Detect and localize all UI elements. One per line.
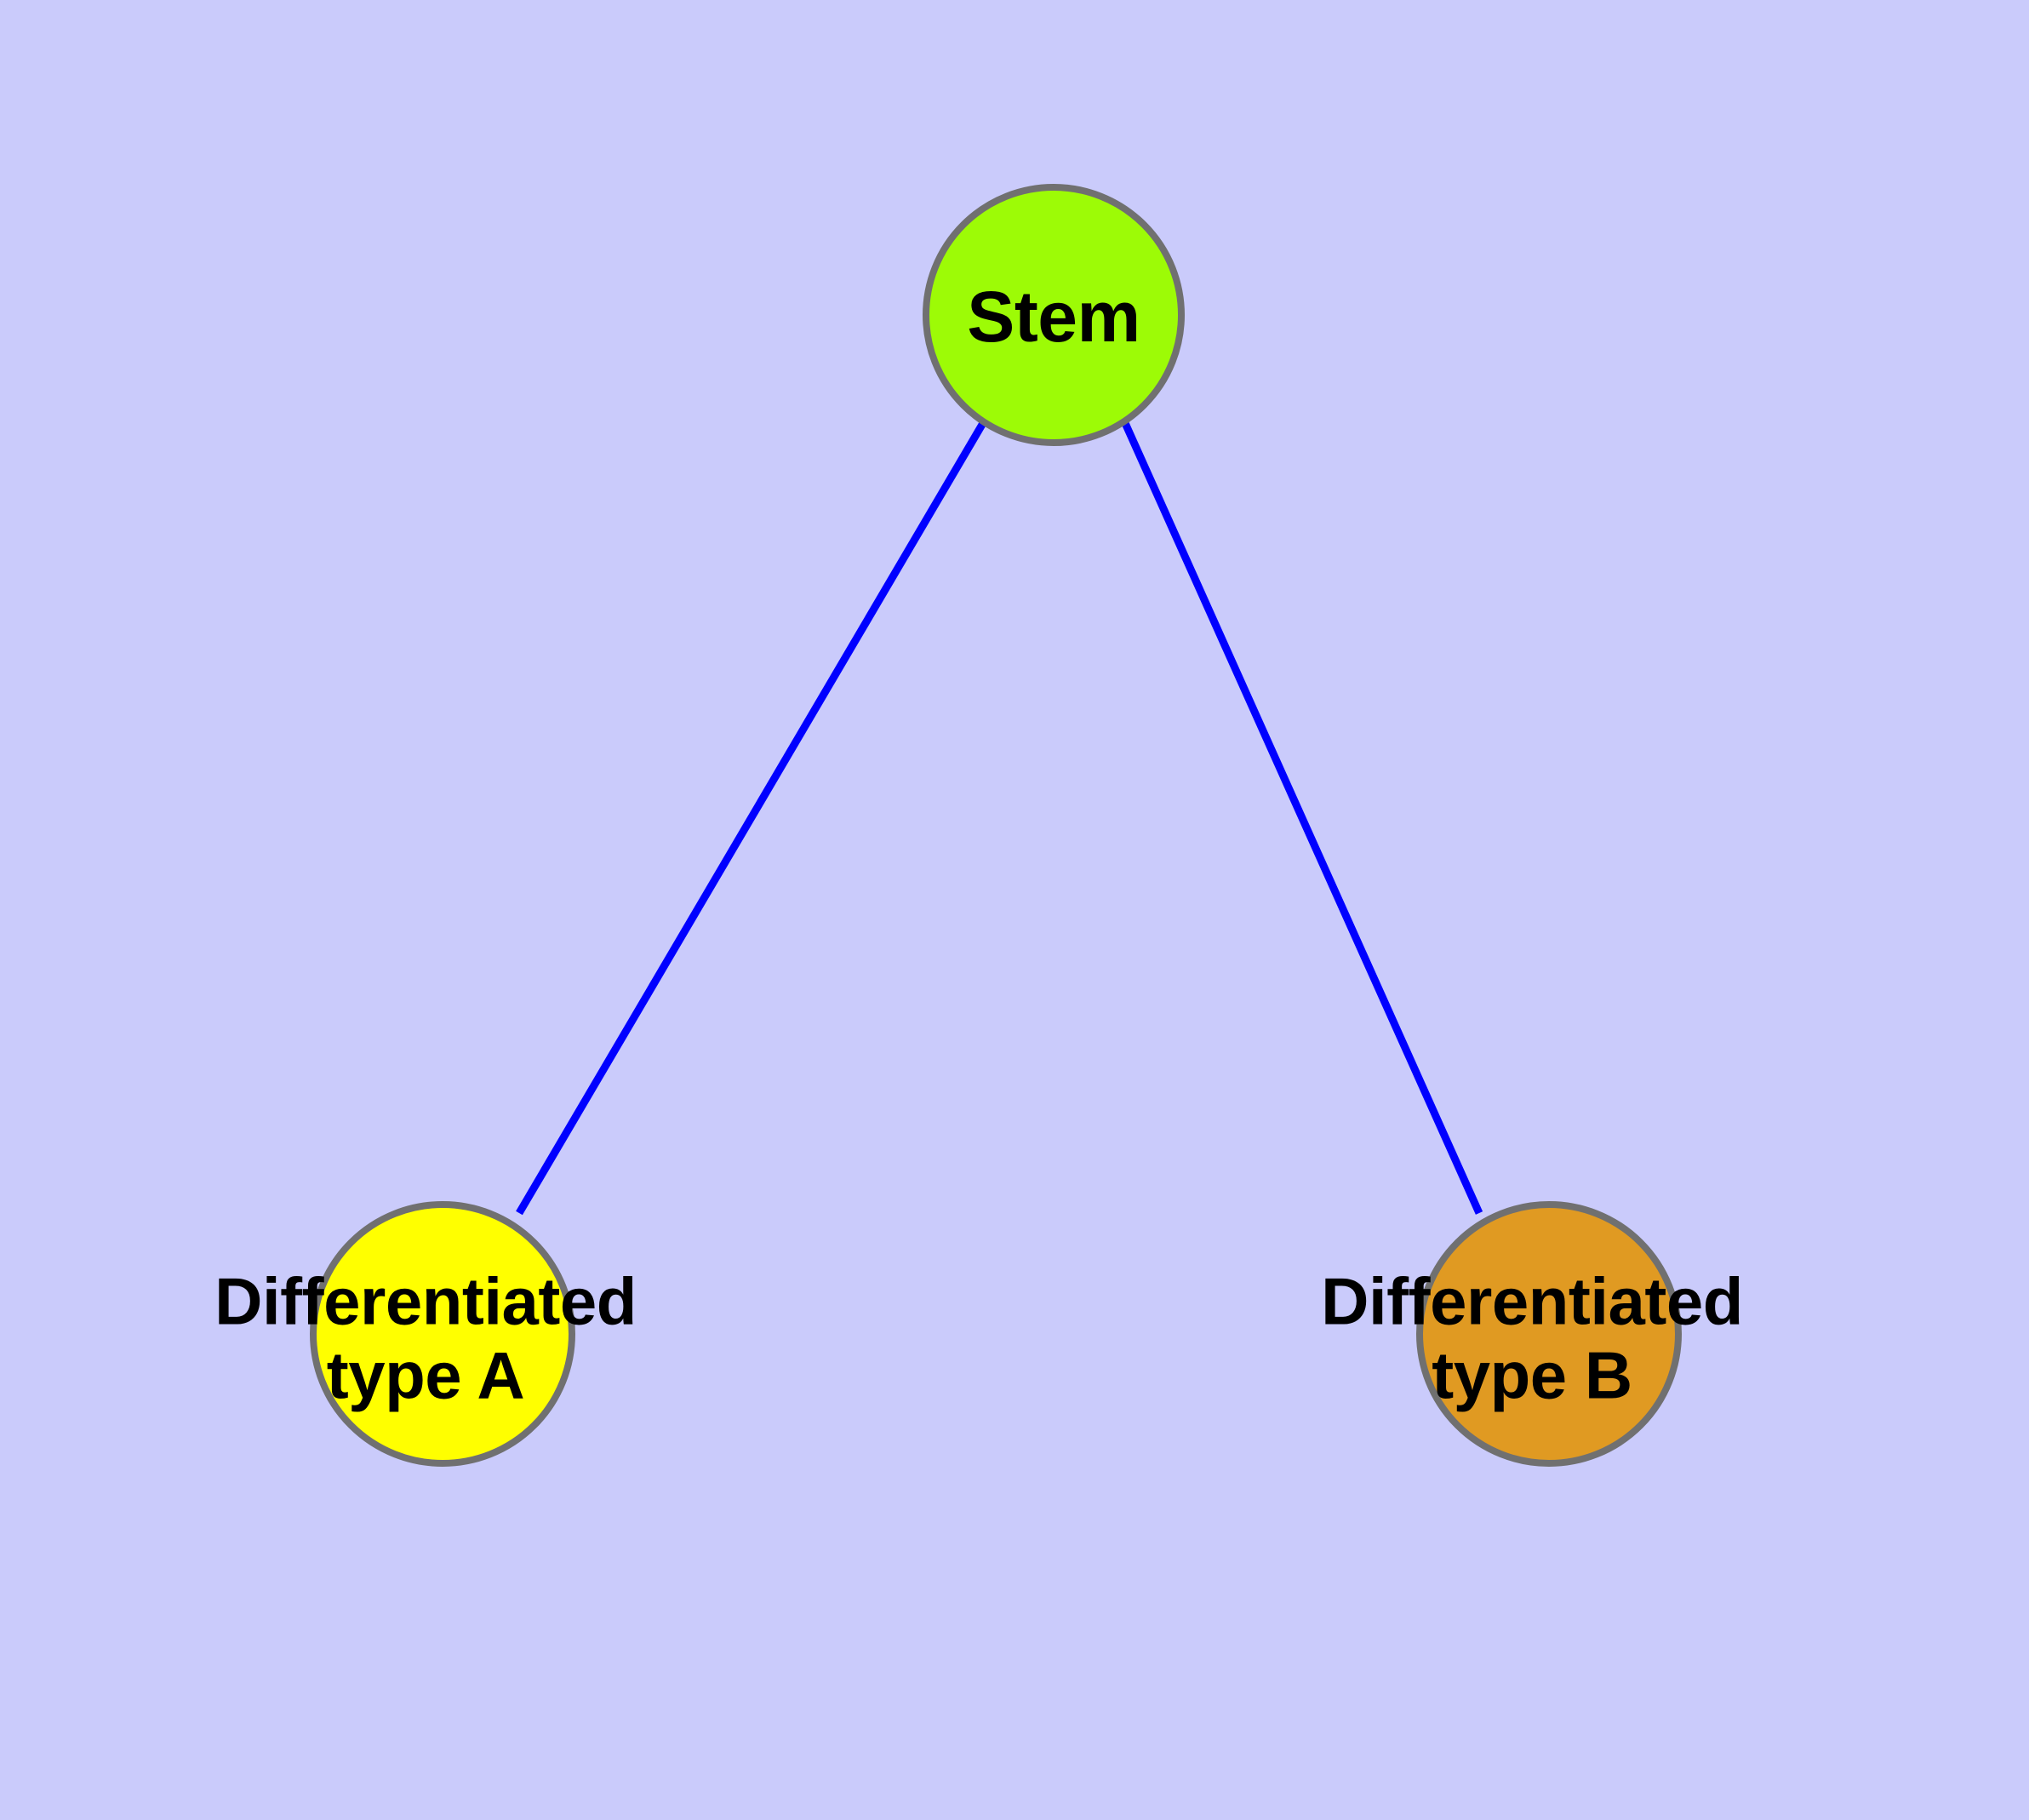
edge-stem-to-differentiated-a[interactable] [516,421,986,1216]
node-stem[interactable] [923,184,1185,446]
edge-stem-to-differentiated-b[interactable] [1121,421,1483,1215]
node-differentiated-type-a[interactable] [310,1201,575,1467]
node-differentiated-type-b[interactable] [1416,1201,1682,1467]
